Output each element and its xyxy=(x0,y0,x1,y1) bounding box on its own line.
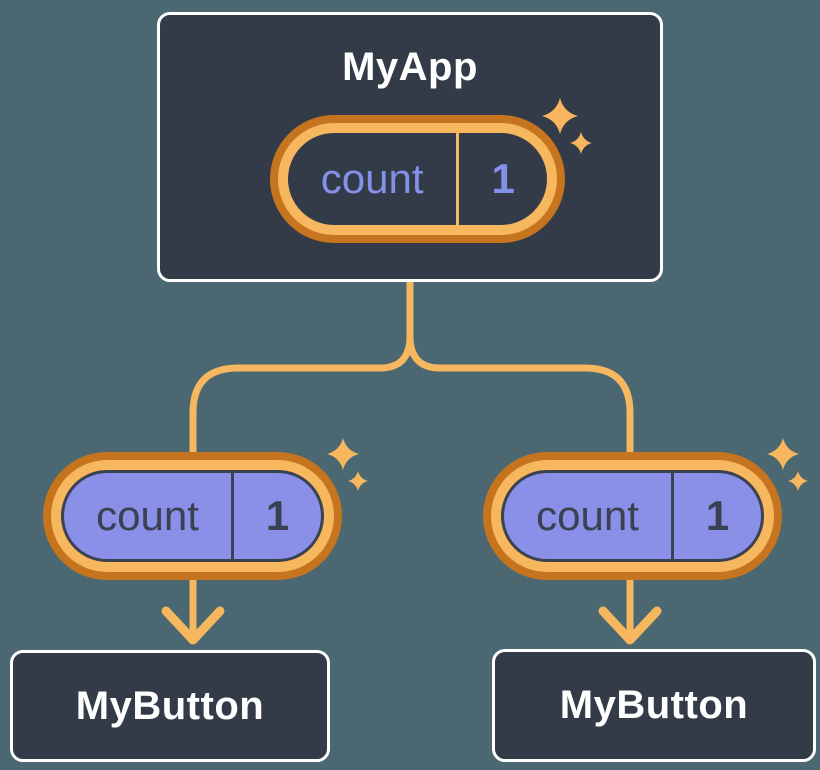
sparkle-icon-large xyxy=(767,438,799,470)
component-title: MyButton xyxy=(75,683,265,728)
arrow-down-icon xyxy=(598,606,662,645)
sparkle-icon-large xyxy=(327,438,359,470)
component-title: MyButton xyxy=(559,683,749,727)
state-pill-divider xyxy=(456,133,460,225)
state-value-label: 1 xyxy=(491,155,515,202)
state-pill-divider xyxy=(671,473,675,559)
state-value-label: 1 xyxy=(265,492,290,539)
state-pill-ring: count 1 xyxy=(278,123,557,235)
component-title: MyApp xyxy=(342,45,478,89)
state-pill-right: count 1 xyxy=(483,452,782,580)
sparkle-icon-small xyxy=(348,471,368,491)
component-card-button-left: MyButton xyxy=(10,650,330,762)
component-card-root: MyApp count 1 xyxy=(157,12,663,282)
component-card-button-right: MyButton xyxy=(492,649,816,762)
arrow-down-icon xyxy=(161,606,225,645)
state-pill-ring: count 1 xyxy=(51,460,334,572)
state-pill-divider xyxy=(231,473,235,559)
state-pill-left: count 1 xyxy=(43,452,342,580)
state-pill-root: count 1 xyxy=(270,115,565,243)
state-name-label: count xyxy=(320,155,424,202)
sparkle-icon-small xyxy=(788,471,808,491)
state-name-label: count xyxy=(96,492,199,539)
state-value-label: 1 xyxy=(705,492,730,539)
state-name-label: count xyxy=(536,492,639,539)
state-pill-ring: count 1 xyxy=(491,460,774,572)
